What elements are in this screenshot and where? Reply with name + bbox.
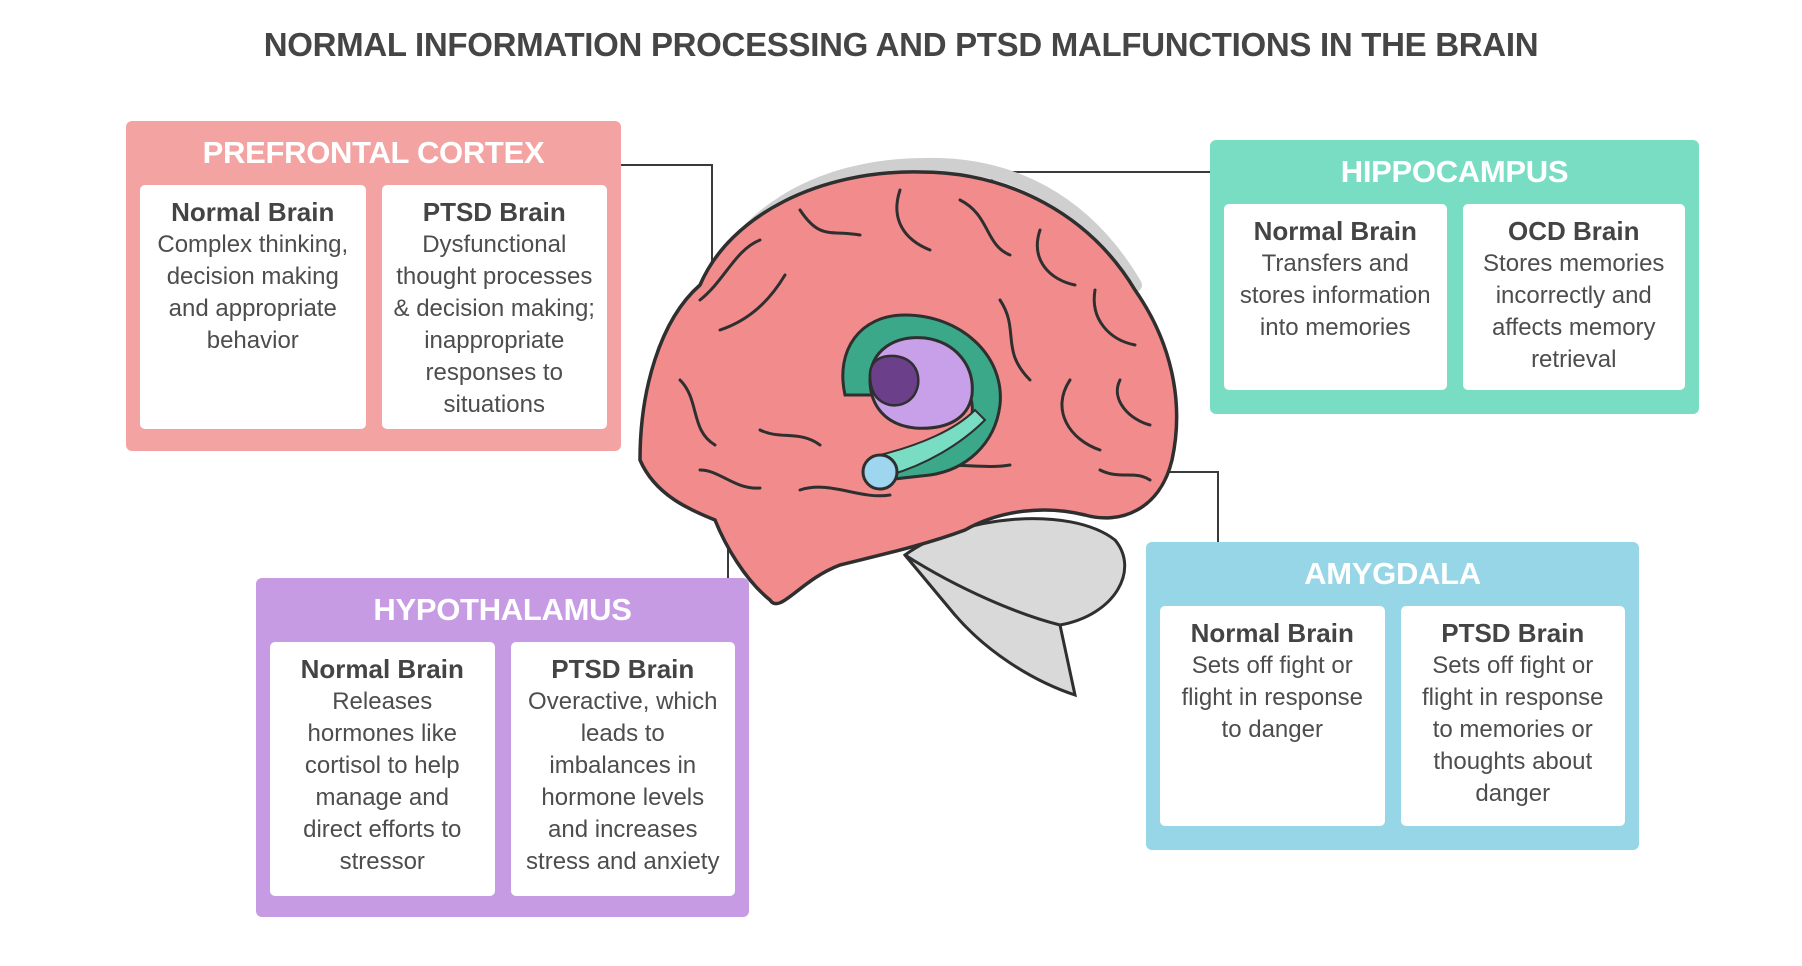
card-heading: Normal Brain bbox=[1190, 618, 1354, 648]
brainstem-shape bbox=[903, 553, 1078, 698]
card-description: Overactive, which leads to imbalances in… bbox=[526, 688, 720, 875]
card-description: Transfers and stores information into me… bbox=[1239, 250, 1431, 341]
page-title: NORMAL INFORMATION PROCESSING AND PTSD M… bbox=[263, 26, 1539, 63]
panel-prefrontal-cortex: PREFRONTAL CORTEX Normal Brain Complex t… bbox=[126, 121, 621, 451]
panel-amygdala: AMYGDALA Normal Brain Sets off fight or … bbox=[1146, 542, 1639, 850]
card-heading: Normal Brain bbox=[171, 197, 335, 227]
card-normal-brain: Normal Brain Transfers and stores inform… bbox=[1224, 204, 1447, 390]
card-heading: OCD Brain bbox=[1508, 216, 1640, 246]
card-heading: PTSD Brain bbox=[551, 654, 695, 684]
card-ptsd-brain: PTSD Brain Sets off fight or flight in r… bbox=[1400, 606, 1625, 826]
card-normal-brain: Normal Brain Complex thinking, decision … bbox=[140, 185, 366, 429]
card-normal-brain: Normal Brain Sets off fight or flight in… bbox=[1160, 606, 1385, 826]
card-heading: PTSD Brain bbox=[1441, 618, 1585, 648]
panel-title: PREFRONTAL CORTEX bbox=[202, 135, 545, 170]
card-description: Complex thinking, decision making and ap… bbox=[157, 231, 349, 354]
card-heading: PTSD Brain bbox=[422, 197, 566, 227]
card-description: Stores memories incorrectly and affects … bbox=[1483, 250, 1665, 373]
hippocampus-tail-shape bbox=[878, 408, 987, 477]
gyri-lines bbox=[678, 188, 1152, 498]
amygdala-shape bbox=[861, 453, 899, 491]
card-description: Dysfunctional thought processes & decisi… bbox=[393, 231, 595, 418]
card-ptsd-brain: PTSD Brain Overactive, which leads to im… bbox=[510, 642, 735, 896]
thalamus-inner-shape bbox=[868, 354, 920, 407]
card-normal-brain: Normal Brain Releases hormones like cort… bbox=[270, 642, 495, 896]
card-description: Releases hormones like cortisol to help … bbox=[303, 688, 462, 875]
panel-hippocampus: HIPPOCAMPUS Normal Brain Transfers and s… bbox=[1210, 140, 1699, 414]
card-ptsd-brain: PTSD Brain Dysfunctional thought process… bbox=[381, 185, 607, 429]
connector-prefrontal bbox=[621, 164, 713, 300]
panel-title: HIPPOCAMPUS bbox=[1340, 154, 1569, 189]
panel-hypothalamus: HYPOTHALAMUS Normal Brain Releases hormo… bbox=[256, 578, 749, 917]
card-description: Sets off fight or flight in response to … bbox=[1181, 652, 1363, 743]
panel-title: AMYGDALA bbox=[1304, 556, 1481, 591]
panel-title: HYPOTHALAMUS bbox=[373, 592, 632, 627]
card-heading: Normal Brain bbox=[1253, 216, 1417, 246]
card-description: Sets off fight or flight in response to … bbox=[1422, 652, 1604, 807]
card-heading: Normal Brain bbox=[300, 654, 464, 684]
card-ocd-brain: OCD Brain Stores memories incorrectly an… bbox=[1462, 204, 1685, 390]
